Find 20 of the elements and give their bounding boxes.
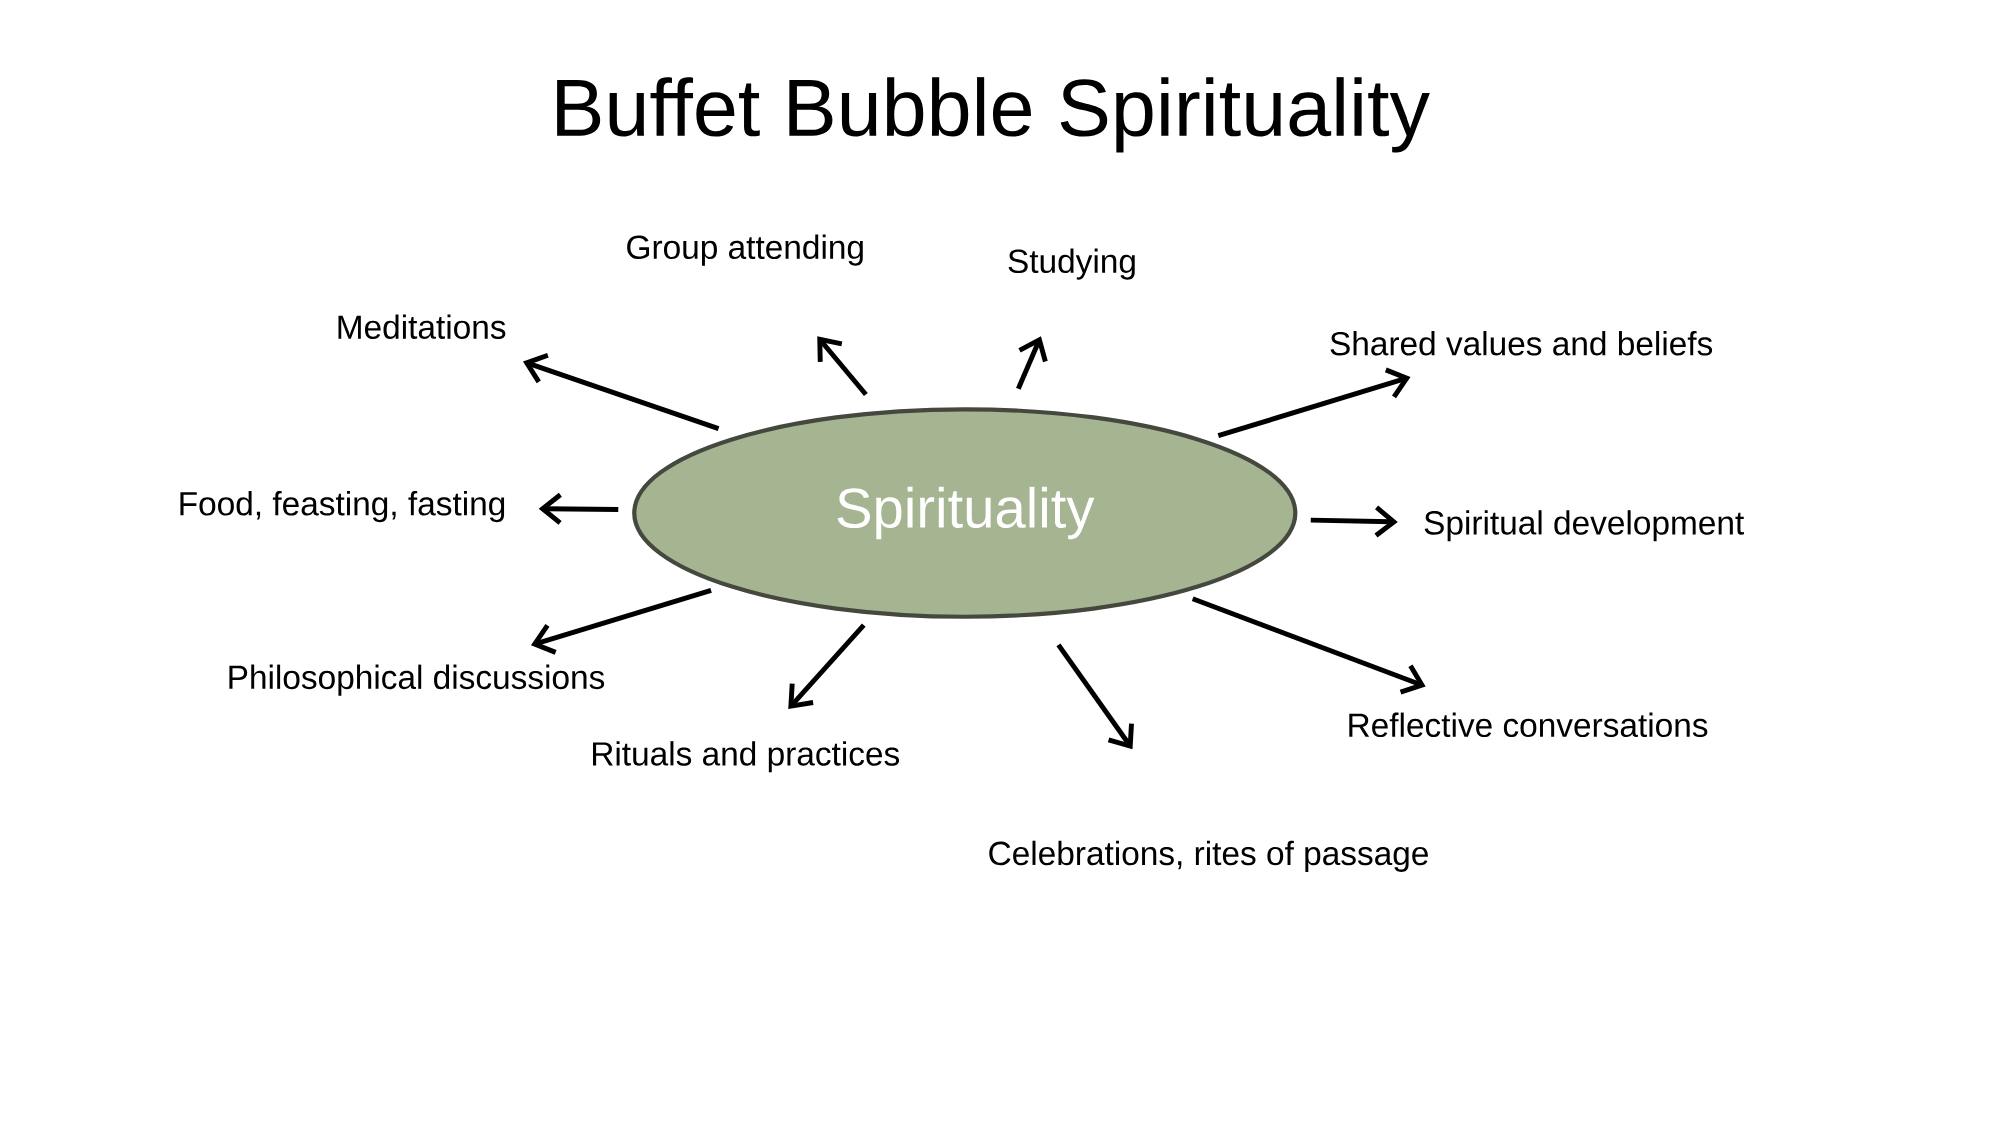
topic-label: Celebrations, rites of passage (989, 840, 1428, 873)
topic-label: Spiritual development (1424, 510, 1744, 542)
arrow (530, 588, 712, 655)
title: Buffet Bubble Spirituality (557, 77, 1430, 153)
arrow (817, 336, 868, 397)
arrow (1191, 596, 1426, 695)
topic-label: Reflective conversations (1349, 712, 1708, 738)
arrow (538, 493, 619, 526)
arrow (523, 353, 720, 432)
topic-label: Group attending (627, 234, 863, 266)
topic-label: Food, feasting, fasting (180, 491, 505, 523)
arrow (1056, 643, 1134, 750)
topic-label: Shared values and beliefs (1330, 331, 1713, 356)
arrow (788, 623, 866, 710)
topic-label: Philosophical discussions (229, 664, 605, 696)
arrow (1217, 367, 1411, 439)
topic-label: Meditations (338, 314, 506, 340)
arrow (1310, 505, 1398, 538)
topic-label: Studying (1008, 248, 1135, 280)
topic-label: Rituals and practices (593, 741, 900, 773)
